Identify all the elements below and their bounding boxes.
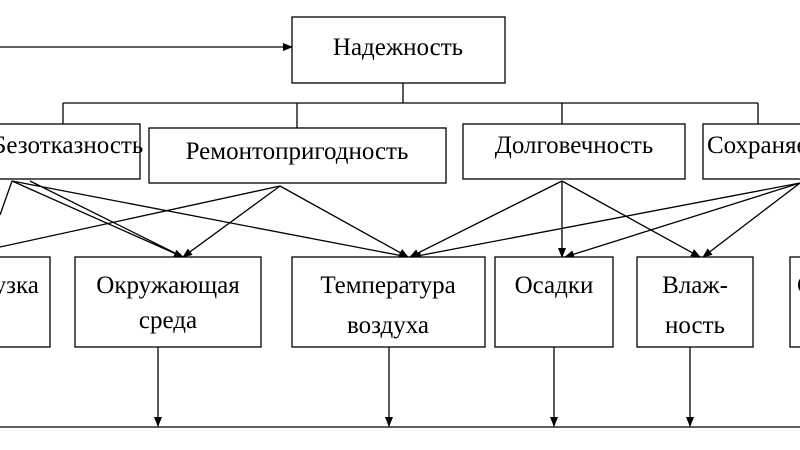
factor-box-f4: Осадки bbox=[494, 256, 614, 348]
tree-connector bbox=[62, 83, 759, 128]
property-box-p3: Долговечность bbox=[462, 123, 686, 180]
factor-label-f6: С bbox=[797, 272, 800, 299]
factor-label-f1: Нагрузка bbox=[0, 272, 39, 299]
factor-box-f3: Температура воздуха bbox=[291, 256, 486, 348]
factor-label-f3-line1: Температура bbox=[320, 272, 455, 299]
factor-box-f1: Нагрузка bbox=[0, 256, 51, 348]
property-label-p1: Безотказность bbox=[0, 132, 143, 159]
factor-label-f2-line2: среда bbox=[139, 307, 197, 334]
factor-box-f2: Окружающая среда bbox=[74, 256, 262, 348]
property-box-p4: Сохраняемость bbox=[702, 123, 800, 180]
influence-arrows bbox=[0, 180, 800, 260]
factor-label-f2-line1: Окружающая bbox=[96, 272, 240, 299]
property-box-p2: Ремонтопригодность bbox=[148, 127, 447, 184]
factor-box-f6: С bbox=[789, 256, 800, 348]
factor-label-f3-line2: воздуха bbox=[347, 312, 429, 339]
reliability-label: Надежность bbox=[333, 34, 463, 61]
property-label-p2: Ремонтопригодность bbox=[186, 138, 409, 165]
property-label-p4: Сохраняемость bbox=[707, 132, 800, 159]
output-arrows bbox=[154, 347, 694, 427]
reliability-node: Надежность bbox=[291, 16, 506, 84]
property-label-p3: Долговечность bbox=[495, 132, 653, 159]
factor-box-f5: Влаж- ность bbox=[636, 256, 754, 348]
factor-label-f4: Осадки bbox=[515, 272, 594, 299]
property-box-p1: Безотказность bbox=[0, 123, 143, 180]
factor-label-f5-line2: ность bbox=[665, 312, 725, 339]
factor-label-f5-line1: Влаж- bbox=[662, 272, 728, 299]
